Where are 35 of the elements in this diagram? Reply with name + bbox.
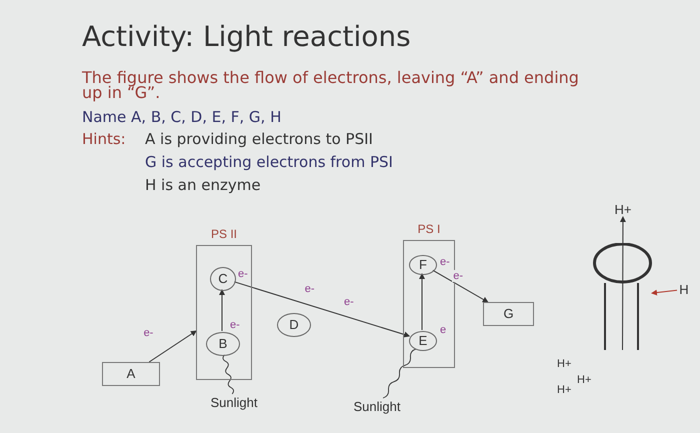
proton-label: H+	[611, 202, 635, 217]
arrow	[234, 281, 410, 338]
arrow	[651, 290, 678, 296]
slide-title: Activity: Light reactions	[82, 19, 411, 55]
label-box: A	[102, 362, 160, 386]
label-box: G	[483, 302, 534, 326]
proton-label: H+	[557, 357, 572, 372]
proton-label: H+	[577, 373, 592, 388]
electron-label: e-	[238, 268, 248, 280]
electron-label: e-	[344, 295, 354, 310]
photosystem-label: PS II	[210, 226, 238, 243]
hint-text: H is an enzyme	[145, 175, 261, 196]
sunlight-label: Sunlight	[203, 394, 265, 412]
arrow	[148, 330, 197, 362]
enzyme-label: H	[677, 281, 691, 298]
light-squiggle	[222, 354, 234, 394]
arrow	[219, 289, 225, 332]
hints-heading: Hints:	[82, 129, 126, 150]
arrow	[620, 216, 626, 350]
proton-label: H+	[557, 383, 572, 398]
hint-text: A is providing electrons to PSII	[145, 129, 373, 150]
electron-label: e-	[440, 256, 450, 268]
light-squiggle	[382, 348, 416, 398]
enzyme-drawing	[593, 243, 652, 350]
arrow	[432, 270, 489, 302]
electron-label: e	[440, 324, 446, 336]
edge-label: e-	[452, 270, 464, 282]
photosystem-label: PS I	[416, 221, 442, 238]
arrow	[419, 273, 425, 330]
sunlight-label: Sunlight	[346, 398, 408, 416]
hint-text: G is accepting electrons from PSI	[145, 152, 393, 173]
oval: D	[277, 313, 311, 337]
electron-label: e-	[230, 319, 240, 331]
instruction-text: Name A, B, C, D, E, F, G, H	[82, 107, 282, 128]
intro-text: The figure shows the flow of electrons, leaving “A” and ending up in “G”.	[82, 70, 580, 100]
